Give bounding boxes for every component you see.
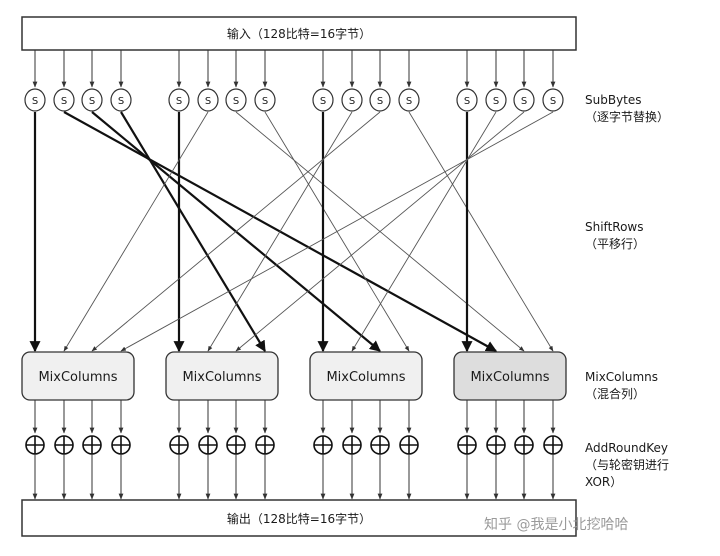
mixcolumns-label: MixColumns （混合列）: [585, 369, 658, 403]
addroundkey-desc1: （与轮密钥进行: [585, 458, 670, 472]
sbox-symbol: S: [233, 96, 239, 107]
sbox-symbol: S: [32, 96, 38, 107]
sbox: [456, 88, 478, 112]
sbox-symbol: S: [176, 96, 182, 107]
xor-icon: [226, 435, 246, 455]
xor-icon: [514, 435, 534, 455]
mixcolumns-box: [21, 351, 135, 401]
xor-to-output-arrows: [32, 454, 556, 500]
input-arrows: [32, 50, 556, 88]
sbox-symbol: S: [205, 96, 211, 107]
sbox-symbol: S: [349, 96, 355, 107]
watermark: 知乎 @我是小北挖哈哈: [484, 517, 629, 533]
xor-icon: [342, 435, 362, 455]
sbox: [24, 88, 46, 112]
input-label: 输入（128比特=16字节）: [227, 26, 371, 41]
output-label: 输出（128比特=16字节）: [227, 511, 371, 526]
sbox-symbol: S: [377, 96, 383, 107]
shiftrows-desc: （平移行）: [585, 237, 646, 251]
mixcolumns-box-label: MixColumns: [470, 370, 549, 385]
sbox-symbol: S: [118, 96, 124, 107]
subbytes-name: SubBytes: [585, 93, 642, 107]
xor-icon: [543, 435, 563, 455]
sbox-symbol: S: [89, 96, 95, 107]
xor-icon: [370, 435, 390, 455]
addroundkey-row: [25, 435, 563, 455]
shiftrows-line: [120, 111, 266, 352]
xor-icon: [111, 435, 131, 455]
shiftrows-line: [235, 111, 525, 352]
sbox-symbol: S: [406, 96, 412, 107]
mixcolumns-box: [165, 351, 279, 401]
mixcolumns-box: [309, 351, 423, 401]
mixcolumns-name: MixColumns: [585, 370, 658, 384]
addroundkey-label: AddRoundKey （与轮密钥进行 XOR）: [585, 440, 669, 491]
xor-icon: [54, 435, 74, 455]
input-box: [21, 16, 577, 51]
shiftrows-line: [120, 111, 554, 352]
sbox-symbol: S: [320, 96, 326, 107]
xor-icon: [169, 435, 189, 455]
shiftrows-line: [207, 111, 353, 352]
subbytes-desc: （逐字节替换）: [585, 110, 670, 124]
sbox: [341, 88, 363, 112]
subbytes-label: SubBytes （逐字节替换）: [585, 92, 669, 126]
xor-icon: [399, 435, 419, 455]
sbox-symbol: S: [493, 96, 499, 107]
mixcolumns-box-label: MixColumns: [182, 370, 261, 385]
sbox: [398, 88, 420, 112]
sbox-symbol: S: [262, 96, 268, 107]
addroundkey-desc2: XOR）: [585, 475, 623, 489]
sbox-symbol: S: [61, 96, 67, 107]
sbox: [225, 88, 247, 112]
xor-icon: [82, 435, 102, 455]
shiftrows-line: [351, 111, 497, 352]
sbox: [485, 88, 507, 112]
output-box: [21, 499, 577, 537]
shiftrows-line: [91, 111, 381, 352]
sbox: [542, 88, 564, 112]
mixcolumns-box: [453, 351, 567, 401]
shiftrows-lines: [29, 111, 554, 353]
shiftrows-line: [63, 111, 209, 352]
shiftrows-label: ShiftRows （平移行）: [585, 219, 645, 253]
mixcolumns-box-label: MixColumns: [326, 370, 405, 385]
sbox-symbol: S: [464, 96, 470, 107]
shiftrows-line: [408, 111, 554, 352]
xor-icon: [255, 435, 275, 455]
xor-icon: [25, 435, 45, 455]
sbox: [254, 88, 276, 112]
mix-to-xor-arrows: [32, 400, 556, 434]
shiftrows-name: ShiftRows: [585, 220, 644, 234]
xor-icon: [313, 435, 333, 455]
sbox: [81, 88, 103, 112]
sbox: [110, 88, 132, 112]
sbox: [369, 88, 391, 112]
sbox-symbol: S: [550, 96, 556, 107]
mixcolumns-desc: （混合列）: [585, 387, 646, 401]
sbox: [197, 88, 219, 112]
sbox: [312, 88, 334, 112]
sbox: [53, 88, 75, 112]
xor-icon: [198, 435, 218, 455]
mixcolumns-row: MixColumns MixColumns MixColumns MixColumns: [21, 351, 567, 401]
xor-icon: [457, 435, 477, 455]
sbox-symbol: S: [521, 96, 527, 107]
addroundkey-name: AddRoundKey: [585, 441, 668, 455]
xor-icon: [486, 435, 506, 455]
mixcolumns-box-label: MixColumns: [38, 370, 117, 385]
sbox: [168, 88, 190, 112]
sbox: [513, 88, 535, 112]
